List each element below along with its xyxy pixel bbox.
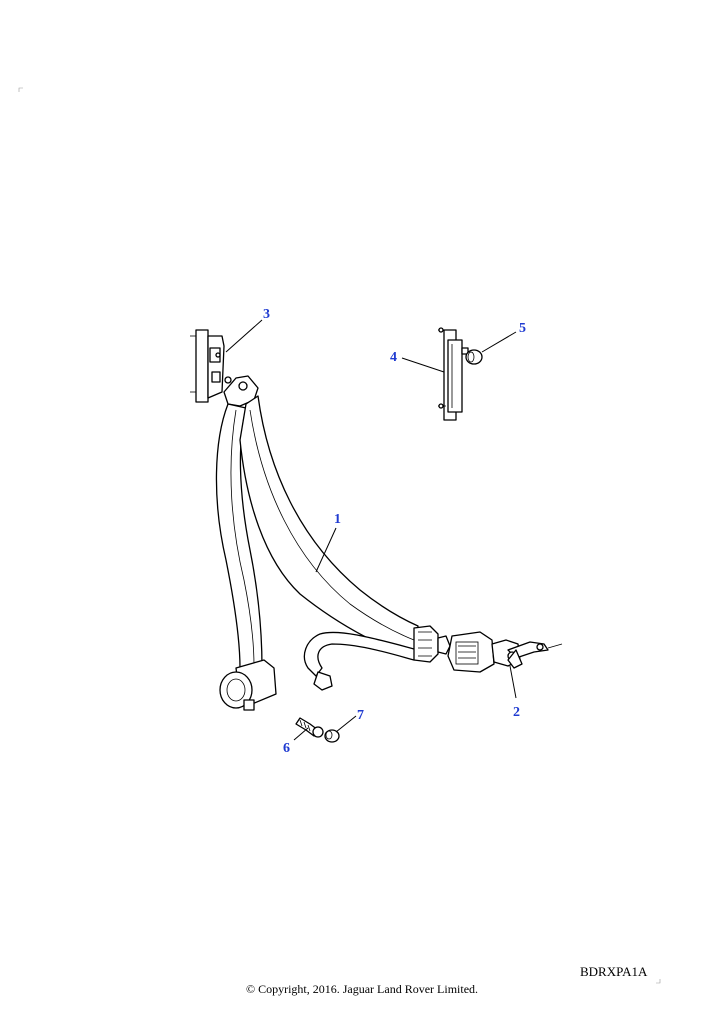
leader-line-1 (315, 527, 337, 573)
leader-line-5 (481, 331, 517, 353)
callout-6: 6 (283, 741, 290, 756)
height-adjuster-rail (438, 327, 469, 421)
seat-belt-buckle (447, 631, 563, 673)
bolt-screw (295, 717, 324, 738)
rail-cover-cap (465, 349, 483, 365)
crop-mark-top-left (18, 87, 23, 92)
leader-line-6 (293, 727, 309, 741)
callout-1: 1 (334, 512, 341, 527)
seat-belt-assembly (215, 375, 451, 711)
callout-4: 4 (390, 350, 397, 365)
drawing-code: BDRXPA1A (580, 964, 648, 979)
upper-anchor-bracket (190, 329, 225, 403)
leader-line-2 (509, 665, 517, 699)
leader-line-7 (335, 715, 357, 733)
copyright-notice: © Copyright, 2016. Jaguar Land Rover Lim… (245, 982, 479, 996)
crop-mark-bottom-right (656, 979, 661, 984)
callout-5: 5 (519, 321, 526, 336)
leader-line-3 (225, 319, 263, 353)
bolt-cover-cap (324, 729, 340, 743)
callout-3: 3 (263, 307, 270, 322)
leader-line-4 (401, 357, 445, 373)
callout-7: 7 (357, 708, 364, 723)
callout-2: 2 (513, 705, 520, 720)
